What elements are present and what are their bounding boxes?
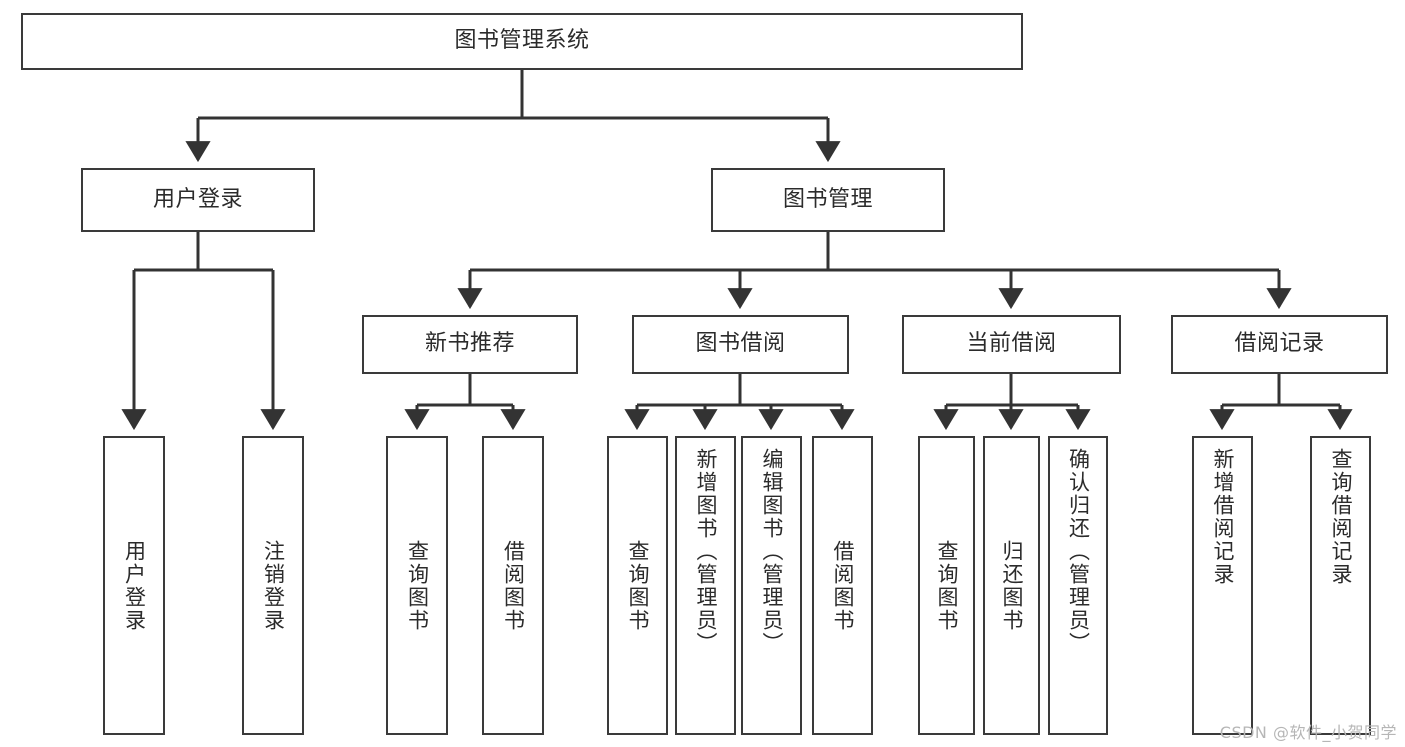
node-current-borrow[interactable]: 当前借阅 [902,315,1121,374]
node-leaf-edit-book-label: 编辑图书（管理员） [760,448,784,655]
node-user-login[interactable]: 用户登录 [81,168,315,232]
node-leaf-confirm-return-label: 确认归还（管理员） [1066,448,1091,655]
node-leaf-borrow-book-2-label: 借阅图书 [831,539,855,632]
node-leaf-add-book[interactable]: 新增图书（管理员） [675,436,736,735]
node-book-manage[interactable]: 图书管理 [711,168,945,232]
node-leaf-query-book-3[interactable]: 查询图书 [918,436,975,735]
node-leaf-borrow-book-1[interactable]: 借阅图书 [482,436,544,735]
node-leaf-logout[interactable]: 注销登录 [242,436,304,735]
node-leaf-user-login-label: 用户登录 [122,539,147,632]
node-leaf-add-book-label: 新增图书（管理员） [694,448,718,655]
node-leaf-query-book-3-label: 查询图书 [935,539,959,632]
watermark: CSDN @软件_小贺同学 [1219,723,1397,742]
node-leaf-add-record-label: 新增借阅记录 [1211,448,1235,586]
node-leaf-query-book-2-label: 查询图书 [626,539,650,632]
node-book-borrow-label: 图书借阅 [695,331,786,357]
node-leaf-borrow-book-1-label: 借阅图书 [501,539,526,632]
node-leaf-return-book-label: 归还图书 [1000,539,1024,632]
node-root[interactable]: 图书管理系统 [21,13,1023,70]
node-leaf-return-book[interactable]: 归还图书 [983,436,1040,735]
node-leaf-query-book-1[interactable]: 查询图书 [386,436,448,735]
node-leaf-query-book-1-label: 查询图书 [405,539,430,632]
node-leaf-borrow-book-2[interactable]: 借阅图书 [812,436,873,735]
node-leaf-confirm-return[interactable]: 确认归还（管理员） [1048,436,1108,735]
node-leaf-query-record-label: 查询借阅记录 [1329,448,1353,586]
node-new-book-recommend-label: 新书推荐 [424,331,515,357]
node-current-borrow-label: 当前借阅 [966,331,1057,357]
node-borrow-record-label: 借阅记录 [1234,331,1325,357]
node-leaf-query-record[interactable]: 查询借阅记录 [1310,436,1371,735]
node-leaf-logout-label: 注销登录 [261,539,286,632]
node-book-borrow[interactable]: 图书借阅 [632,315,849,374]
node-leaf-query-book-2[interactable]: 查询图书 [607,436,668,735]
node-leaf-edit-book[interactable]: 编辑图书（管理员） [741,436,802,735]
node-leaf-add-record[interactable]: 新增借阅记录 [1192,436,1253,735]
node-root-label: 图书管理系统 [454,28,590,54]
node-user-login-label: 用户登录 [152,186,243,212]
node-borrow-record[interactable]: 借阅记录 [1171,315,1388,374]
node-new-book-recommend[interactable]: 新书推荐 [362,315,578,374]
node-book-manage-label: 图书管理 [782,186,873,212]
node-leaf-user-login[interactable]: 用户登录 [103,436,165,735]
